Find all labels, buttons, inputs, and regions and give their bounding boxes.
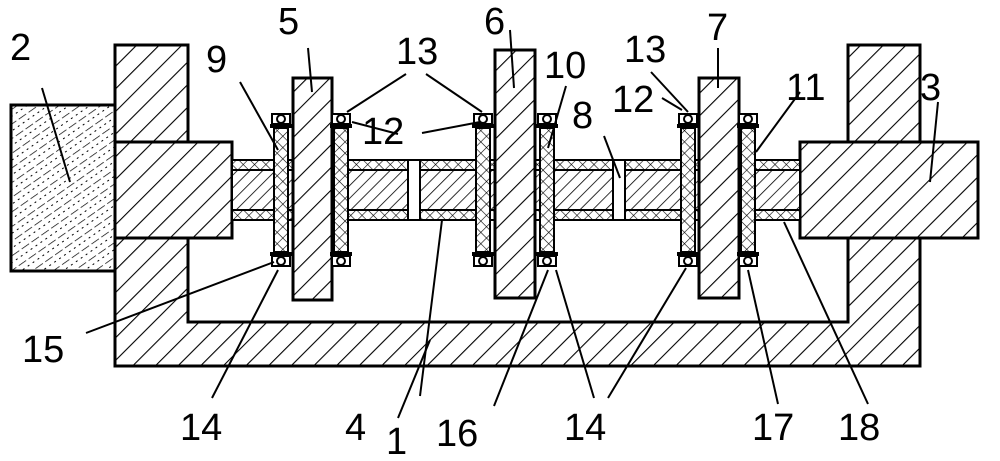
label-15: 15 [22, 329, 64, 371]
label-12-top: 12 [612, 79, 654, 121]
rail-a2 [333, 127, 349, 253]
coupling-2 [612, 159, 626, 221]
roller-top-4 [677, 113, 699, 128]
rail-b1 [475, 127, 491, 253]
roller-bottom-3 [536, 252, 558, 267]
roller-bottom-5 [737, 252, 759, 267]
label-3: 3 [920, 67, 941, 109]
coupling-1 [407, 159, 421, 221]
blade-5 [291, 76, 334, 302]
labels: 2 5 6 7 3 9 13 10 13 11 8 12 12 15 14 4 … [10, 1, 941, 461]
label-5: 5 [278, 1, 299, 43]
label-2: 2 [10, 27, 31, 69]
label-4: 4 [345, 407, 366, 449]
right-block [798, 140, 980, 240]
roller-top-0 [270, 113, 292, 128]
roller-top-5 [737, 113, 759, 128]
leader-lines [41, 29, 939, 419]
rollers [270, 113, 759, 267]
rail-c2 [740, 127, 756, 253]
base-frame [113, 43, 922, 368]
roller-top-3 [536, 113, 558, 128]
label-1: 1 [386, 421, 407, 461]
roller-top-1 [330, 113, 352, 128]
label-9: 9 [206, 39, 227, 81]
roller-bottom-1 [330, 252, 352, 267]
rail-b2 [539, 127, 555, 253]
label-7: 7 [707, 7, 728, 49]
blade-6 [493, 48, 537, 300]
roller-bottom-2 [472, 252, 494, 267]
label-18: 18 [838, 407, 880, 449]
label-16: 16 [436, 413, 478, 455]
label-12-middle: 12 [362, 111, 404, 153]
label-8: 8 [572, 95, 593, 137]
roller-bottom-0 [270, 252, 292, 267]
label-14-left: 14 [180, 407, 222, 449]
label-13-right: 13 [624, 29, 666, 71]
label-17: 17 [752, 407, 794, 449]
left-block [113, 140, 234, 240]
roller-top-2 [472, 113, 494, 128]
rail-c1 [680, 127, 696, 253]
label-6: 6 [484, 1, 505, 43]
roller-bottom-4 [677, 252, 699, 267]
label-13-left: 13 [396, 31, 438, 73]
label-14-middle: 14 [564, 407, 606, 449]
label-10: 10 [544, 45, 586, 87]
motor-left [9, 103, 117, 273]
label-11: 11 [786, 67, 825, 109]
blade-7 [697, 76, 741, 300]
